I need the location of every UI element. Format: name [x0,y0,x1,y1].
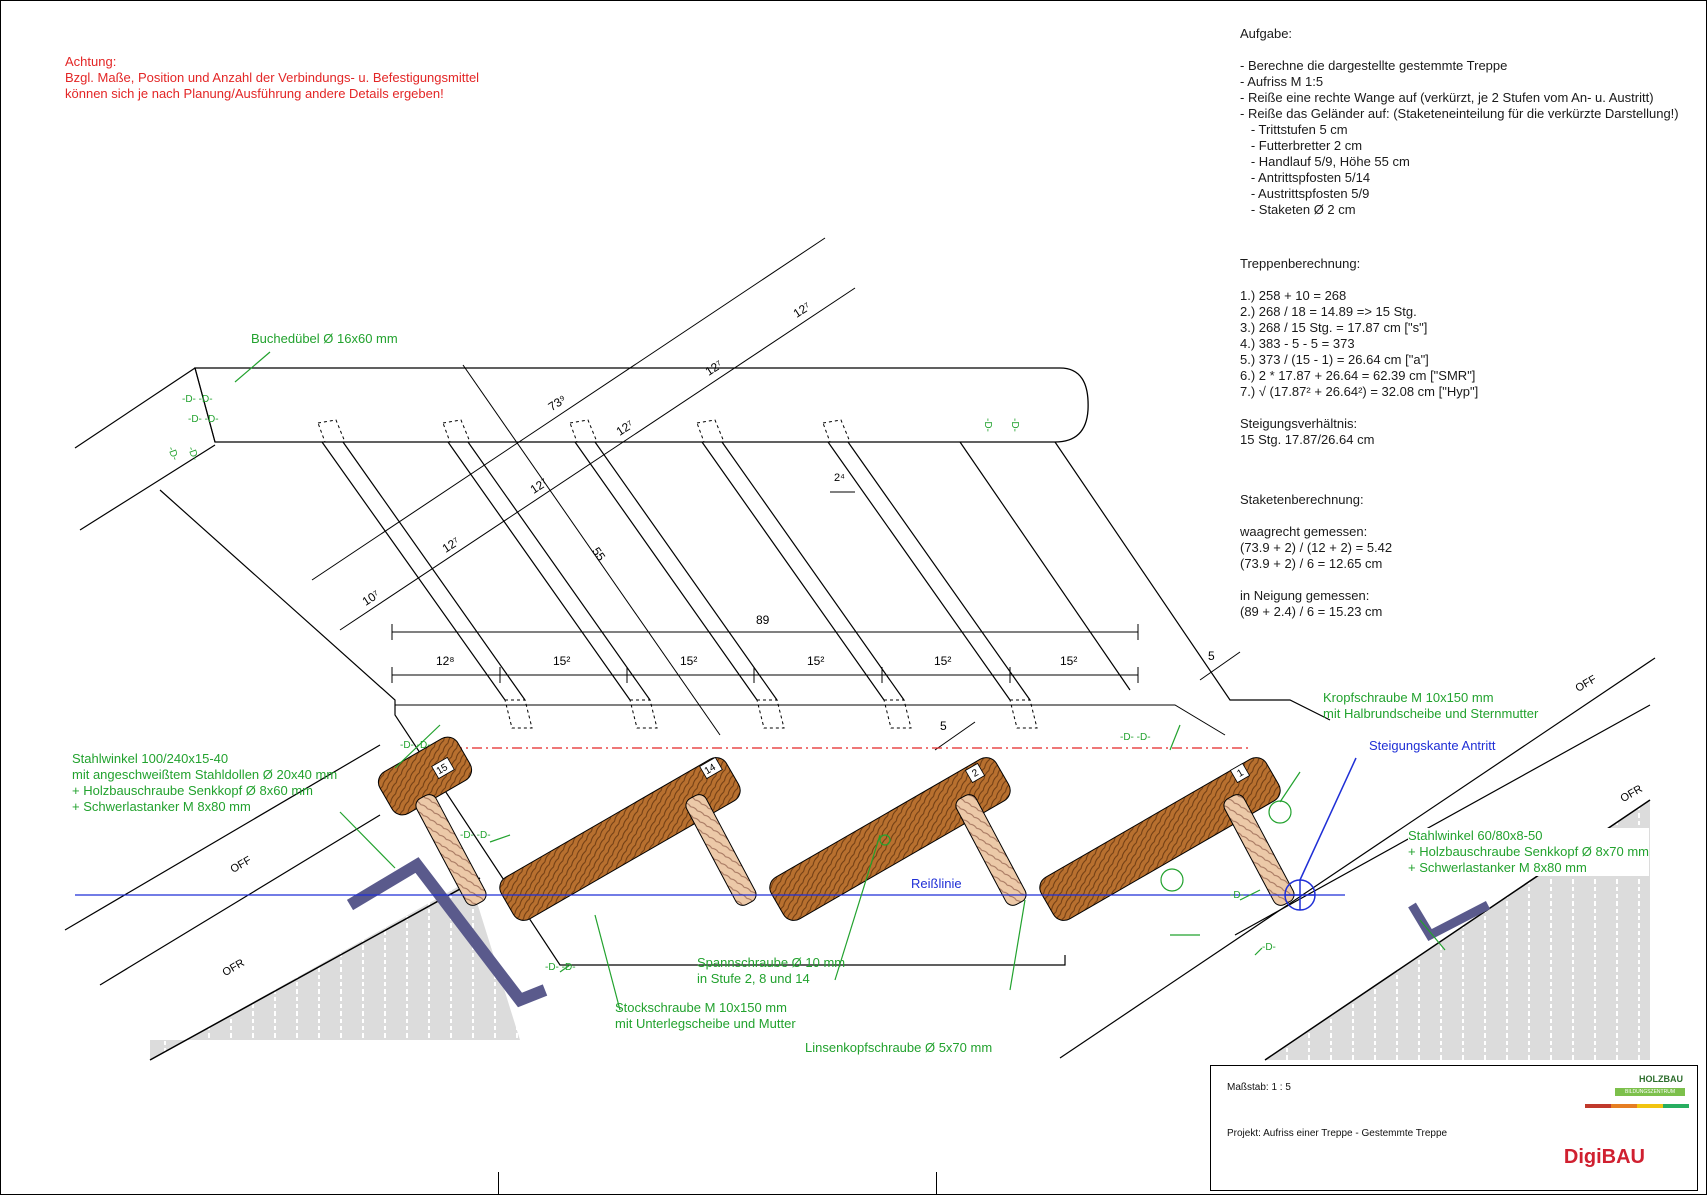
stringer-outline [159,489,1066,966]
label-spannschraube: Spannschraube Ø 10 mm in Stufe 2, 8 und … [697,955,845,987]
label-stockschraube: Stockschraube M 10x150 mm mit Unterlegsc… [615,1000,796,1032]
logo-color-bars [1585,1104,1689,1108]
dim-24: 2⁴ [834,472,845,484]
dim-152c: 15² [807,654,825,668]
balusters [321,441,1131,701]
warning-note: Achtung: Bzgl. Maße, Position und Anzahl… [65,54,479,102]
stair-calc-line: 3.) 268 / 15 Stg. = 17.87 cm ["s"] [1240,320,1428,335]
dim-152d: 15² [934,654,952,668]
baluster-calc-block: Staketenberechnung: waagrecht gemessen: … [1240,492,1392,620]
bottom-tick-right [936,1172,937,1195]
dimension-lines [311,237,1241,751]
fastener-markings [234,351,1446,1011]
label-kropfschraube: Kropfschraube M 10x150 mm mit Halbrundsc… [1323,690,1538,722]
project-label: Projekt: Aufriss einer Treppe - Gestemmt… [1227,1128,1448,1139]
ratio-heading: Steigungsverhältnis: [1240,416,1358,431]
task-line: - Reiße eine rechte Wange auf (verkürzt,… [1240,90,1654,105]
dim-5a: 5 [940,719,947,733]
dim-152b: 15² [680,654,698,668]
dim-152a: 15² [553,654,571,668]
svg-text:-D-: -D- [982,418,993,432]
dim-89: 89 [756,613,770,627]
title-block: Maßstab: 1 : 5 Projekt: Aufriss einer Tr… [1210,1065,1698,1191]
stair-calc-block: Treppenberechnung: 1.) 258 + 10 = 268 2.… [1240,256,1478,448]
warning-line: Bzgl. Maße, Position und Anzahl der Verb… [65,70,480,85]
bottom-tick-left [498,1172,499,1195]
label-line: Stahlwinkel 60/80x8-50 [1408,828,1543,843]
task-line: - Austrittspfosten 5/9 [1240,186,1370,201]
svg-text:-D- -D-: -D- -D- [545,962,576,973]
task-line: - Trittstufen 5 cm [1240,122,1348,137]
label-line: mit angeschweißtem Stahldollen Ø 20x40 m… [72,767,338,782]
label-stahlwinkel-right: Stahlwinkel 60/80x8-50 + Holzbauschraube… [1408,828,1649,876]
svg-text:-D-: -D- [165,445,180,462]
stair-calc-heading: Treppenberechnung: [1240,256,1361,271]
label-linsenkopf: Linsenkopfschraube Ø 5x70 mm [805,1040,993,1055]
label-steigungskante: Steigungskante Antritt [1369,738,1496,753]
svg-text:-D- -D-: -D- -D- [400,740,431,751]
svg-text:-D-: -D- [1009,418,1020,432]
svg-text:-D-: -D- [185,445,200,462]
dim-152e: 15² [1060,654,1078,668]
task-block: Aufgabe: - Berechne die dargestellte ges… [1240,26,1679,218]
svg-text:-D- -D-: -D- -D- [182,394,213,405]
label-line: + Schwerlastanker M 8x80 mm [1408,860,1587,875]
horizontal-line: (73.9 + 2) / 6 = 12.65 cm [1240,556,1383,571]
task-line: - Staketen Ø 2 cm [1240,202,1356,217]
label-buchedubel: Buchedübel Ø 16x60 mm [251,331,398,346]
svg-text:-D-: -D- [1230,890,1244,901]
digibau-logo: DigiBAU [1563,1146,1645,1168]
label-line: Spannschraube Ø 10 mm [697,955,846,970]
svg-text:-D- -D-: -D- -D- [1120,732,1151,743]
task-line: - Berechne die dargestellte gestemmte Tr… [1240,58,1508,73]
svg-text:-D-: -D- [1262,942,1276,953]
steel-angle-left [346,857,548,1008]
task-line: - Futterbretter 2 cm [1240,138,1363,153]
task-heading: Aufgabe: [1240,26,1293,41]
label-reisslinie: Reißlinie [911,876,962,891]
incline-heading: in Neigung gemessen: [1240,588,1370,603]
label-line: in Stufe 2, 8 und 14 [697,971,810,986]
steel-angle-right [1408,901,1491,941]
dim-5b: 5 [1208,649,1215,663]
treads [377,736,1281,921]
horizontal-heading: waagrecht gemessen: [1240,524,1368,539]
stair-calc-line: 6.) 2 * 17.87 + 26.64 = 62.39 cm ["SMR"] [1240,368,1476,383]
label-line: + Holzbauschraube Senkkopf Ø 8x60 mm [72,783,313,798]
task-line: - Aufriss M 1:5 [1240,74,1324,89]
svg-text:-D- -D-: -D- -D- [460,830,491,841]
warning-line: können sich je nach Planung/Ausführung a… [65,86,444,101]
label-line: + Holzbauschraube Senkkopf Ø 8x70 mm [1408,844,1649,859]
label-line: + Schwerlastanker M 8x80 mm [72,799,251,814]
svg-text:-D- -D-: -D- -D- [188,414,219,425]
task-line: - Antrittspfosten 5/14 [1240,170,1371,185]
incline-line: (89 + 2.4) / 6 = 15.23 cm [1240,604,1383,619]
task-line: - Reiße das Geländer auf: (Staketeneinte… [1240,106,1679,121]
dowel-symbols: -D- -D- -D- -D- -D- -D- -D- -D- -D- -D- … [165,394,1276,973]
label-line: Stockschraube M 10x150 mm [615,1000,787,1015]
label-line: Stahlwinkel 100/240x15-40 [72,751,229,766]
scale-label: Maßstab: 1 : 5 [1227,1082,1291,1093]
handrail [194,367,1089,443]
risers [415,794,1295,906]
step-number-boxes [431,756,1251,784]
baluster-heading: Staketenberechnung: [1240,492,1364,507]
label-stahlwinkel-left: Stahlwinkel 100/240x15-40 mit angeschwei… [72,751,337,815]
warning-line: Achtung: [65,54,117,69]
label-line: mit Unterlegscheibe und Mutter [615,1016,796,1031]
stair-calc-line: 7.) √ (17.87² + 26.64²) = 32.08 cm ["Hyp… [1240,384,1479,399]
stair-calc-line: 2.) 268 / 18 = 14.89 => 15 Stg. [1240,304,1417,319]
holzbau-logo: HOLZBAU [1639,1074,1683,1084]
concrete-wall-left [150,880,520,1060]
stair-calc-line: 1.) 258 + 10 = 268 [1240,288,1347,303]
ratio-value: 15 Stg. 17.87/26.64 cm [1240,432,1375,447]
stair-calc-line: 4.) 383 - 5 - 5 = 373 [1240,336,1355,351]
dim-128: 12⁸ [436,654,455,668]
holzbau-logo-sub: BILDUNGSZENTRUM [1615,1088,1685,1096]
label-line: Kropfschraube M 10x150 mm [1323,690,1494,705]
label-line: mit Halbrundscheibe und Sternmutter [1323,706,1539,721]
stair-calc-line: 5.) 373 / (15 - 1) = 26.64 cm ["a"] [1240,352,1429,367]
task-line: - Handlauf 5/9, Höhe 55 cm [1240,154,1410,169]
horizontal-line: (73.9 + 2) / (12 + 2) = 5.42 [1240,540,1393,555]
